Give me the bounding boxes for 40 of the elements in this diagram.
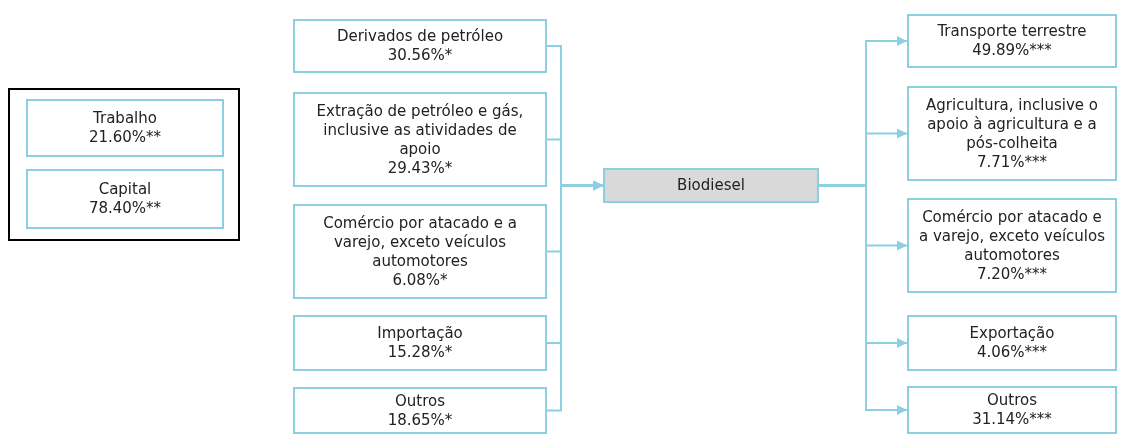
node-text: Derivados de petróleo (336, 27, 504, 46)
node-text: 29.43%* (387, 158, 453, 178)
process-box (907, 86, 1117, 181)
node-text: Capital (98, 180, 152, 199)
node-text: Transporte terrestre (937, 22, 1087, 41)
process-box (907, 198, 1117, 293)
node-text: 21.60%** (88, 128, 162, 147)
node-text: Importação (377, 324, 463, 343)
process-box (26, 169, 224, 229)
node-text: Trabalho (93, 109, 157, 128)
node-text: Comércio por atacado e a varejo, exceto veículos automotores (322, 213, 518, 271)
node-text: 49.89%*** (972, 41, 1052, 60)
node-text: Biodiesel (677, 176, 745, 195)
node-text: 78.40%** (88, 199, 162, 218)
node-text: 31.14%*** (972, 410, 1052, 429)
process-box (603, 168, 819, 203)
arrow (818, 184, 908, 415)
node-text: 7.71%*** (976, 152, 1048, 172)
process-box (907, 315, 1117, 371)
node-text: 4.06%*** (976, 343, 1048, 362)
node-text: 7.20%*** (976, 264, 1048, 284)
process-box (293, 19, 547, 73)
node-text: Exportação (969, 324, 1055, 343)
node-text: 18.65%* (387, 410, 453, 430)
node-text: Outros (395, 391, 445, 411)
process-box (293, 92, 547, 187)
node-text: 6.08%* (392, 270, 448, 290)
node-text: Agricultura, inclusive o apoio à agricultura e a pós-colheita (925, 95, 1099, 153)
node-text: 15.28%* (387, 343, 453, 362)
process-box (293, 387, 547, 434)
process-box (293, 204, 547, 299)
process-box (907, 14, 1117, 68)
node-text: 30.56%* (387, 46, 453, 65)
process-box (26, 99, 224, 157)
node-text: Outros (987, 391, 1037, 410)
group-frame (8, 88, 240, 241)
process-box (907, 386, 1117, 434)
node-text: Comércio por atacado e a varejo, exceto veículos automotores (917, 207, 1106, 265)
process-box (293, 315, 547, 371)
node-text: Extração de petróleo e gás, inclusive as atividades de apoio (315, 101, 525, 159)
